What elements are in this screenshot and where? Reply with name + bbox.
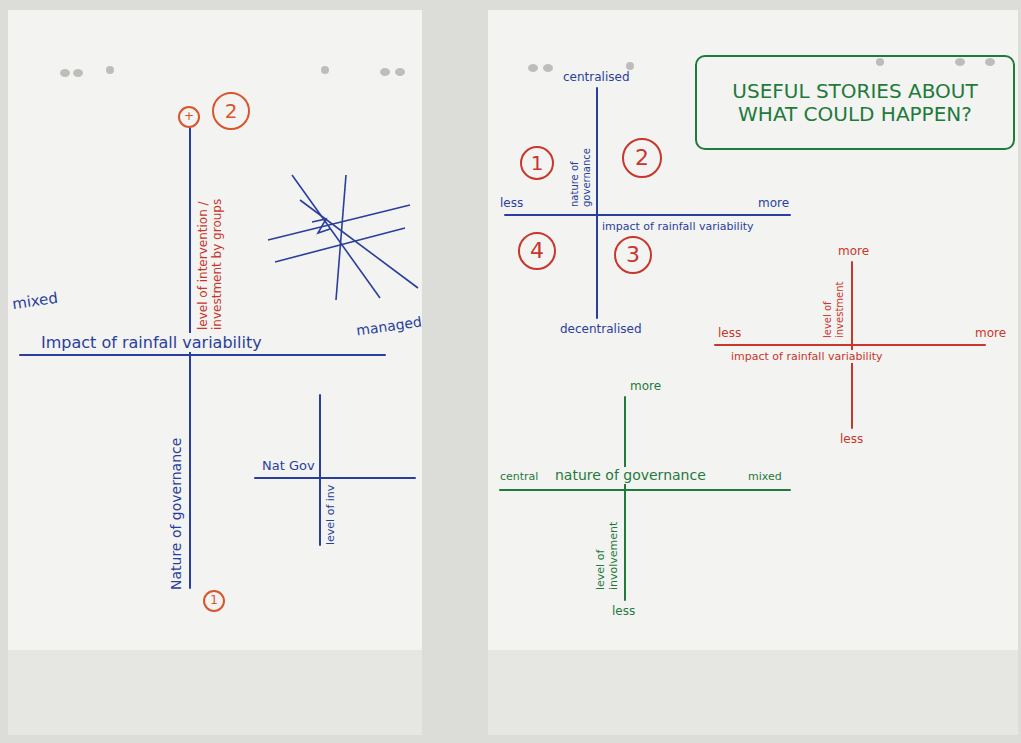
axis-label: Impact of rainfall variability (38, 333, 265, 352)
paper-sheet (488, 10, 1018, 735)
title-box: USEFUL STORIES ABOUT WHAT COULD HAPPEN? (695, 55, 1015, 150)
axis-label: more (758, 196, 789, 210)
callout-text: + (184, 110, 194, 124)
axis-label-vertical: level of inv (324, 485, 337, 545)
axis-label: more (838, 244, 869, 258)
title-text: USEFUL STORIES ABOUT WHAT COULD HAPPEN? (709, 80, 1001, 126)
axis-label-vertical: level of involvement (594, 500, 620, 590)
axes-red (715, 262, 985, 428)
axis-label: Nat Gov (262, 458, 315, 474)
axis-label-vertical: level of investment (822, 263, 846, 338)
punch-holes (60, 58, 995, 77)
callout-number: 1 (203, 590, 225, 612)
axis-label-vertical: nature of governance (569, 102, 593, 207)
axis-label-vertical: level of intervention / investment by gr… (196, 152, 225, 330)
axis-label: decentralised (560, 322, 642, 336)
callout-number: 4 (518, 232, 556, 270)
axis-label: mixed (748, 470, 782, 483)
callout-number: + (178, 106, 200, 128)
callout-text: 2 (635, 145, 649, 170)
callout-text: 1 (210, 594, 218, 608)
axes-left (20, 128, 415, 588)
callout-number: 2 (212, 92, 250, 130)
axis-label: nature of governance (552, 467, 709, 484)
axis-label: less (612, 604, 635, 618)
axis-label: central (500, 470, 538, 483)
sheet-shadow (488, 650, 1018, 735)
axis-label: less (840, 432, 863, 446)
callout-number: 3 (614, 236, 652, 274)
paper-sheet (8, 10, 422, 735)
callout-text: 4 (530, 238, 544, 263)
axis-label: more (975, 326, 1006, 340)
crossed-sketch (268, 175, 418, 300)
sheet-shadow (8, 650, 422, 735)
axis-label: more (630, 379, 661, 393)
callout-text: 3 (626, 242, 640, 267)
axis-label: less (718, 326, 741, 340)
axis-label-vertical: Nature of governance (168, 438, 185, 590)
callout-number: 2 (622, 138, 662, 178)
callout-number: 1 (520, 146, 554, 180)
axis-label: less (500, 196, 523, 210)
axis-label: impact of rainfall variability (602, 220, 754, 233)
callout-text: 1 (531, 152, 544, 175)
axes-green (500, 397, 790, 600)
axis-label: centralised (563, 70, 630, 84)
axis-label: impact of rainfall variability (728, 350, 886, 363)
callout-text: 2 (225, 100, 238, 123)
